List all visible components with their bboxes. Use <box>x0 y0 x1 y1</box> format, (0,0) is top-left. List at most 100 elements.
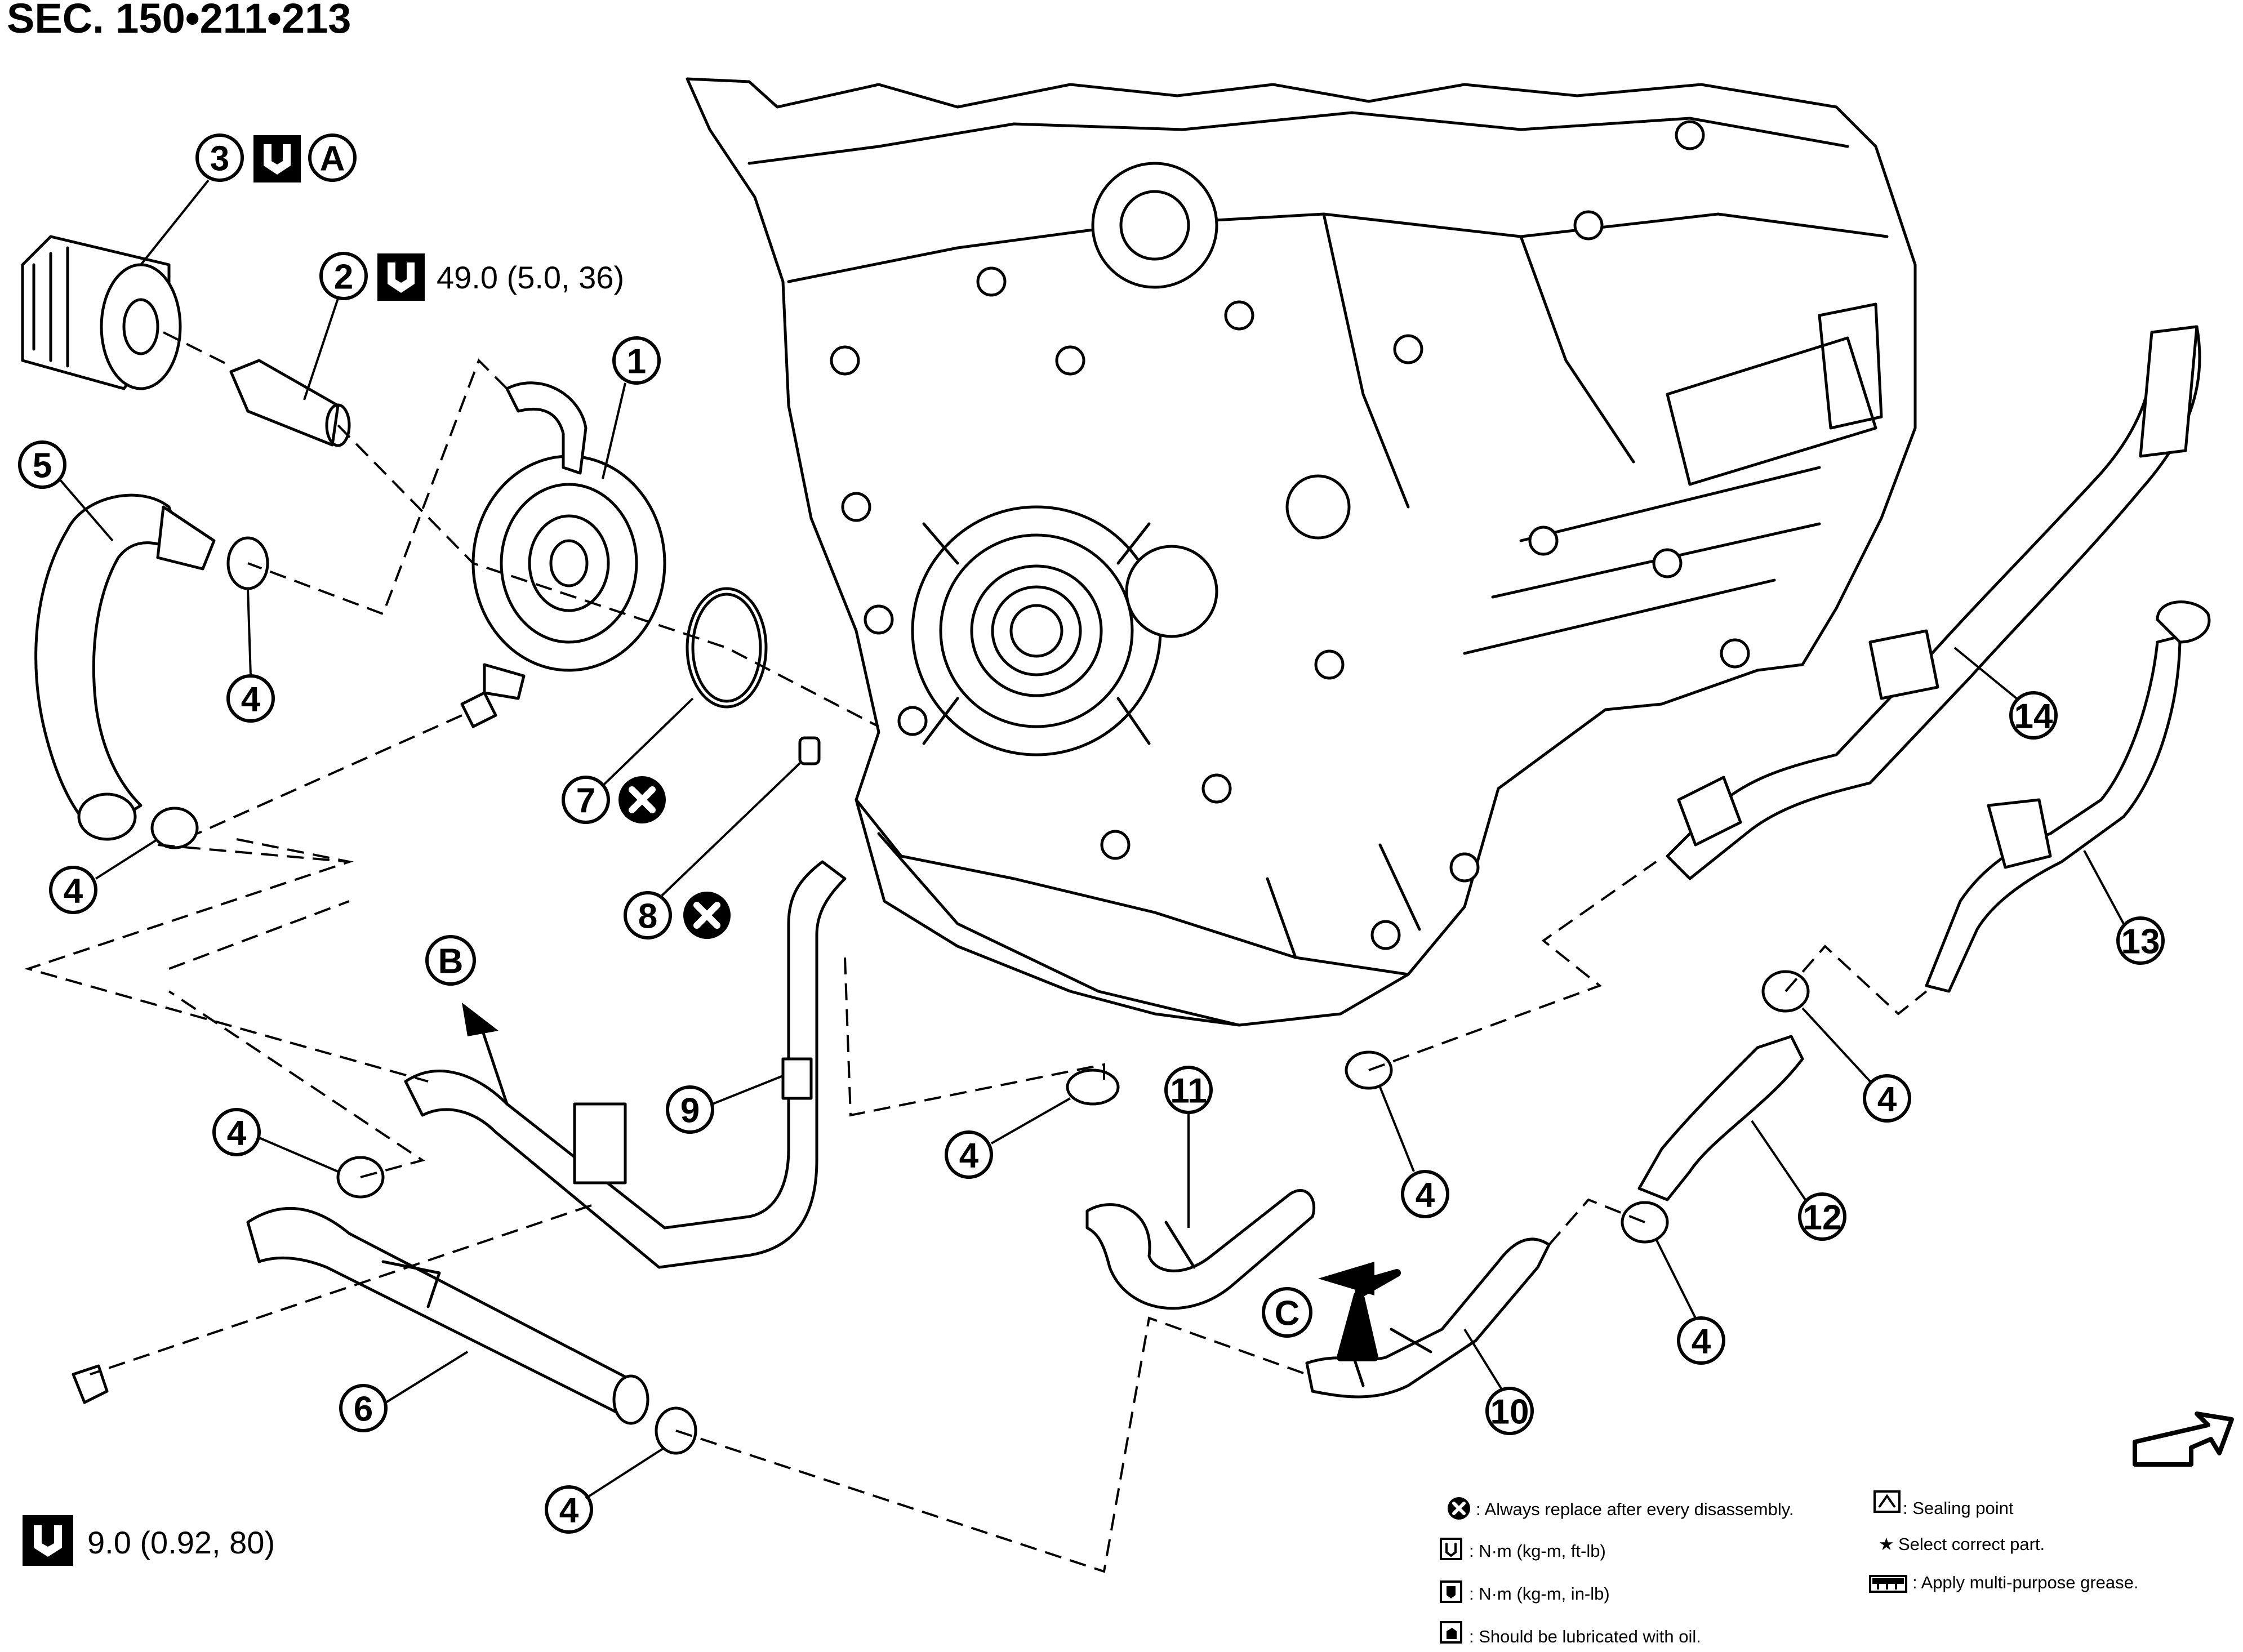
svg-text:11: 11 <box>1170 1072 1207 1111</box>
hose-6-clamp <box>381 1260 441 1308</box>
callout-3: 3 <box>195 133 244 182</box>
pipe-13-flange <box>2156 600 2211 644</box>
water-pipe-10 <box>1305 1237 1551 1399</box>
legend-replace: : Always replace after every disassembly… <box>1476 1499 1794 1519</box>
callout-4d: 4 <box>545 1485 593 1534</box>
callout-6: 6 <box>339 1384 388 1432</box>
callout-2: 2 <box>319 252 368 300</box>
torque-wrench-icon <box>1440 1538 1462 1560</box>
svg-text:4: 4 <box>241 680 261 719</box>
torque-wrench-icon <box>23 1515 73 1566</box>
legend-torque-inlb: : N·m (kg-m, in-lb) <box>1469 1584 1610 1604</box>
torque-spec-mount: 9.0 (0.92, 80) <box>87 1525 275 1560</box>
svg-text:8: 8 <box>638 897 657 936</box>
callout-14: 14 <box>2009 691 2058 740</box>
torque-wrench-icon <box>377 253 425 301</box>
callout-9: 9 <box>666 1085 714 1134</box>
pipe-14-bracket <box>1868 629 1939 700</box>
sealing-point-icon <box>1873 1490 1901 1513</box>
grease-icon <box>1869 1575 1907 1593</box>
o-ring-inner <box>691 593 762 703</box>
pipe-clip <box>781 1057 813 1100</box>
callout-4h: 4 <box>1677 1316 1725 1365</box>
engine-assembly <box>686 77 1917 1027</box>
seal-plug <box>798 736 821 765</box>
front-arrow-icon <box>2133 1411 2234 1467</box>
section-title: SEC. 150•211•213 <box>7 0 351 42</box>
ref-marker-a: A <box>308 133 357 182</box>
svg-text:2: 2 <box>334 258 353 297</box>
svg-text:4: 4 <box>1416 1176 1435 1215</box>
star-icon: ★ <box>1879 1534 1894 1554</box>
hose-11-clamp <box>1164 1221 1196 1269</box>
svg-text:B: B <box>438 942 464 981</box>
legend-select: Select correct part. <box>1898 1534 2045 1554</box>
replace-part-icon <box>683 892 731 939</box>
legend-sealing: : Sealing point <box>1903 1498 2014 1518</box>
callout-4c: 4 <box>212 1108 261 1156</box>
replace-part-icon <box>618 776 666 823</box>
connector-bolt <box>229 359 351 447</box>
svg-text:7: 7 <box>576 782 595 821</box>
svg-text:13: 13 <box>2121 923 2160 961</box>
callout-4f: 4 <box>1401 1170 1449 1218</box>
callout-5: 5 <box>18 440 66 489</box>
pipe-14-end <box>2139 325 2199 458</box>
callout-12: 12 <box>1798 1192 1846 1241</box>
assembly-lines <box>24 331 1928 1573</box>
callout-1: 1 <box>612 336 661 385</box>
svg-text:1: 1 <box>627 342 646 381</box>
svg-text:10: 10 <box>1490 1393 1529 1432</box>
legend: : Always replace after every disassembly… <box>1440 1490 2139 1646</box>
ref-marker-c: C <box>1262 1287 1312 1338</box>
callout-13: 13 <box>2116 916 2165 965</box>
callout-4b: 4 <box>49 866 97 914</box>
svg-text:5: 5 <box>33 447 52 486</box>
hose-11 <box>1085 1189 1316 1310</box>
svg-text:3: 3 <box>210 140 229 179</box>
callout-4a: 4 <box>226 674 275 723</box>
callout-4g: 4 <box>1863 1074 1911 1123</box>
legend-grease: : Apply multi-purpose grease. <box>1912 1573 2139 1592</box>
svg-text:4: 4 <box>1692 1323 1711 1361</box>
o-ring <box>686 587 768 709</box>
svg-text:A: A <box>320 140 345 179</box>
hose-6-end <box>612 1374 649 1425</box>
arrow-c <box>1318 1262 1401 1361</box>
torque-wrench-icon <box>1440 1580 1462 1603</box>
legend-lubricate: : Should be lubricated with oil. <box>1469 1627 1701 1646</box>
callout-8: 8 <box>624 891 672 939</box>
mount-bolt <box>72 1364 109 1404</box>
torque-spec-connector: 49.0 (5.0, 36) <box>437 260 624 295</box>
engine-bolts <box>830 120 1750 950</box>
replace-part-icon <box>1448 1497 1470 1520</box>
pipe-12 <box>1637 1035 1804 1201</box>
pipe-13-bracket <box>1987 798 2052 869</box>
ref-marker-b: B <box>425 935 476 986</box>
hose-6 <box>246 1206 644 1415</box>
svg-text:4: 4 <box>64 872 83 911</box>
svg-text:6: 6 <box>354 1390 373 1429</box>
oil-filter <box>21 235 182 390</box>
callout-7: 7 <box>562 776 610 824</box>
legend-torque-ftlb: : N·m (kg-m, ft-lb) <box>1469 1541 1606 1561</box>
svg-text:4: 4 <box>959 1137 979 1175</box>
svg-text:14: 14 <box>2014 697 2053 736</box>
callout-4e: 4 <box>945 1130 993 1179</box>
torque-wrench-icon <box>253 135 301 182</box>
svg-text:4: 4 <box>227 1114 247 1153</box>
callout-11: 11 <box>1164 1066 1213 1114</box>
oil-cooler <box>460 381 666 728</box>
hose-5-end <box>77 792 137 841</box>
svg-text:4: 4 <box>1877 1080 1897 1119</box>
oil-can-icon <box>1440 1621 1462 1644</box>
hose-5-pipe <box>156 505 216 571</box>
svg-text:4: 4 <box>559 1491 579 1530</box>
svg-text:C: C <box>1275 1294 1300 1333</box>
arrow-b <box>462 1003 509 1106</box>
pipe-14-flange <box>1677 776 1742 847</box>
svg-text:9: 9 <box>680 1092 700 1130</box>
pipe-bracket <box>573 1102 627 1185</box>
callout-10: 10 <box>1485 1387 1534 1435</box>
